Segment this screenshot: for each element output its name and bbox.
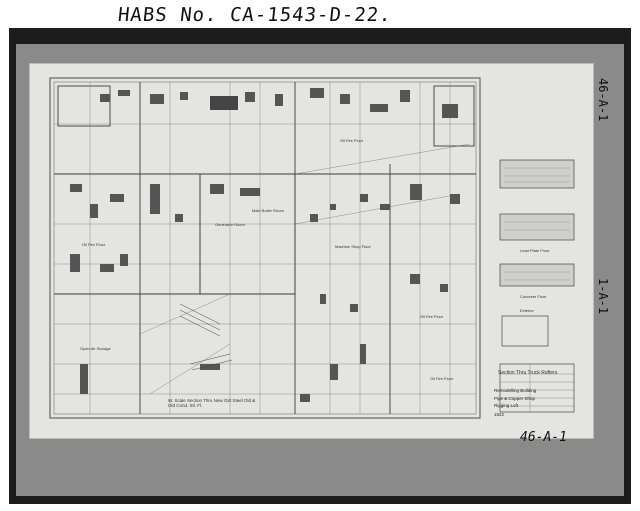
room-label: Oil Fire Floor (420, 314, 444, 319)
title-block-line: Rigging Loft (494, 403, 519, 408)
room-label: Machine Shop Floor (335, 244, 371, 249)
scale-note: W. Scale Section Thru New Girt Steel Old… (168, 398, 256, 408)
margin-tag-bottom: 46-A-1 (520, 430, 567, 445)
habs-catalog-number: HABS No. CA-1543-D-22. (116, 4, 393, 26)
title-block-line: Remodelling Building (494, 388, 537, 393)
section-note: Section Thru Truck Rafters (498, 370, 558, 376)
room-label: Oil Fire Floor (430, 376, 454, 381)
margin-tags-right: 46-A-1 1-A-1 (586, 78, 610, 346)
title-block-line: Pipe & Copper Shop (494, 396, 536, 401)
margin-tag: 1-A-1 (596, 278, 610, 315)
blueprint-sheet (30, 64, 593, 438)
room-label: Generator Room (215, 222, 245, 227)
building-outline (49, 77, 481, 419)
room-label: Oil Fire Floor (82, 242, 106, 247)
section-note: Exterior (520, 308, 534, 313)
room-label: Open Air Storage (80, 346, 111, 351)
title-block-line: 1922 (494, 412, 505, 417)
room-label: Oil Fire Floor (340, 138, 364, 143)
margin-tag: 46-A-1 (596, 78, 610, 122)
section-note: Lead Plate Floor (520, 248, 550, 253)
floor-plan-drawing (49, 77, 575, 419)
section-note: Concrete Floor (520, 294, 547, 299)
room-label: Main Boiler Room (252, 208, 284, 213)
